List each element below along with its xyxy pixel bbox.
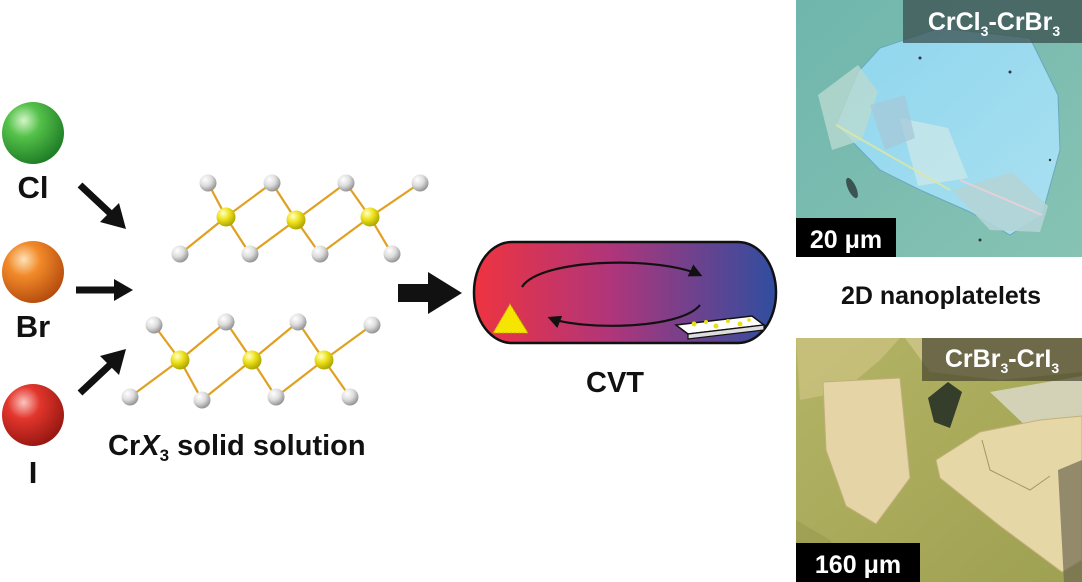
cr-x-bond [179,216,227,255]
cvt-tube [472,240,778,345]
halide-atom-icon [341,388,359,406]
solid-solution-suffix: solid solution [169,430,366,462]
x-symbol: X [138,430,161,462]
cr-x-bond [251,321,299,361]
halide-atom-icon [289,313,307,331]
cvt-label: CVT [586,367,644,399]
nanoplatelets-label: 2D nanoplatelets [841,282,1041,310]
x-subscript: 3 [160,446,169,465]
cr-x-bond [201,359,253,401]
flake-large [935,415,1082,573]
solid-solution-label: CrX3 solid solution [108,430,366,465]
element-br: Br [2,241,64,344]
halide-atom-icon [241,245,259,263]
halide-atom-icon [121,388,139,406]
chromium-atom-icon [242,350,262,370]
bottom-scale-bar-bg [796,543,920,582]
cl-label: Cl [18,170,49,205]
arrow-i-icon [77,349,126,396]
halide-atom-icon [363,316,381,334]
top-scale-bar: 20 μm [810,226,882,254]
cr-x-bond [249,219,297,255]
br-label: Br [16,309,50,344]
chromium-atom-icon [360,207,380,227]
halide-atom-icon [337,174,355,192]
cr-x-bond [179,321,227,361]
chromium-atom-icon [314,350,334,370]
halide-atom-icon [193,391,211,409]
substrate-icon [674,315,766,340]
top-scale-bar-bg [796,218,896,257]
arrow-br-icon [76,279,133,301]
halide-atom-icon [171,245,189,263]
cr-x-bond [225,182,273,218]
element-arrows [76,182,133,396]
element-cl: Cl [2,102,64,205]
micrograph-top: CrCl3-CrBr3 20 μm [796,0,1082,257]
halide-atom-icon [199,174,217,192]
halide-atom-icon [145,316,163,334]
source-powder-icon [492,303,529,334]
br-sphere-icon [2,241,64,303]
bottom-scale-bar: 160 μm [815,551,901,579]
cr-x-bond [369,182,421,218]
element-i: I [2,384,64,490]
bottom-panel-tag: CrBr3-CrI3 [945,345,1059,376]
cr-x-bond [129,359,181,398]
cr-x-bond [275,359,325,398]
flake-small [822,377,911,525]
chromium-atom-icon [286,210,306,230]
transport-arrow-top-icon [521,261,703,288]
halide-atom-icon [267,388,285,406]
halide-atom-icon [311,245,329,263]
chromium-atom-icon [216,207,236,227]
cr-x-bond [295,182,347,221]
i-label: I [29,455,38,490]
top-tag-bg [903,0,1082,43]
bottom-tag-bg [922,338,1082,381]
arrow-cl-icon [77,182,126,229]
crx3-layer-bottom [121,313,381,409]
top-panel-tag: CrCl3-CrBr3 [928,8,1061,39]
arrow-to-cvt-icon [398,272,462,314]
micrograph-bottom: CrBr3-CrI3 160 μm [796,338,1082,582]
halide-atom-icon [263,174,281,192]
crx3-layer-top [171,174,429,263]
halide-atom-icon [411,174,429,192]
cr-x-bond [319,216,371,255]
transport-arrow-bottom-icon [547,304,701,329]
cl-sphere-icon [2,102,64,164]
i-sphere-icon [2,384,64,446]
cr-text: Cr [108,430,140,462]
chromium-atom-icon [170,350,190,370]
halide-atom-icon [217,313,235,331]
cr-x-bond [323,324,373,361]
halide-atom-icon [383,245,401,263]
